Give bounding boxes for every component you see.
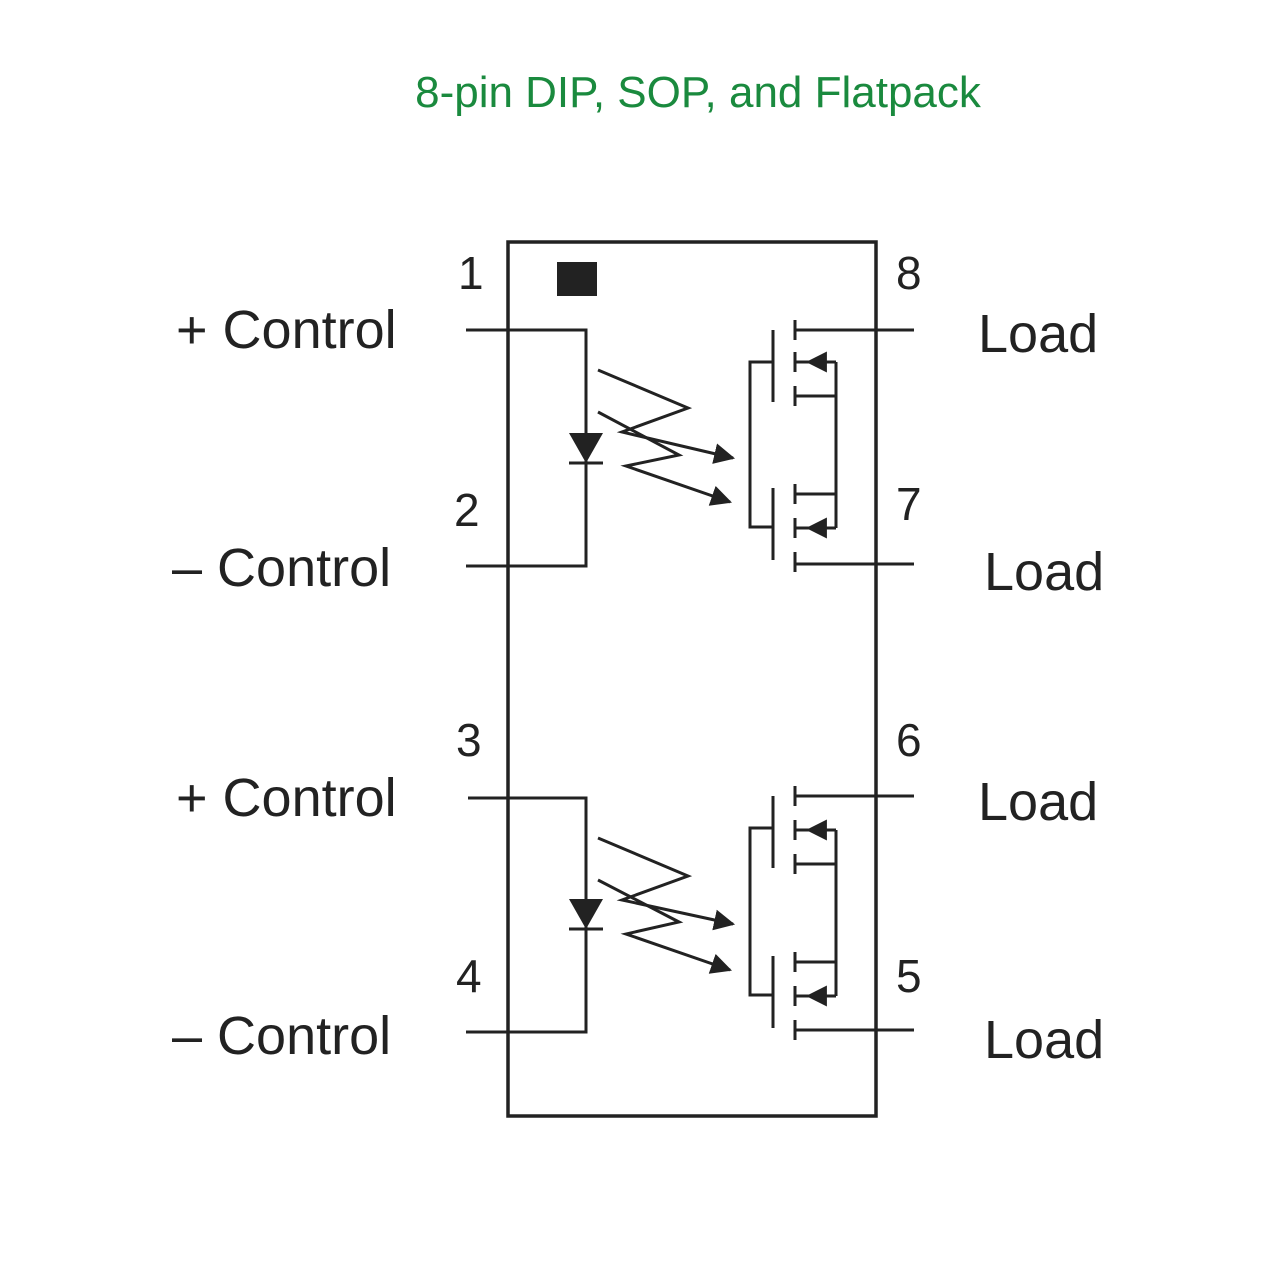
gate-1 <box>748 360 773 529</box>
diagram-title: 8-pin DIP, SOP, and Flatpack <box>415 68 981 117</box>
gate-2 <box>748 826 773 997</box>
pin-5-number: 5 <box>896 950 922 1002</box>
package-outline <box>506 240 878 1118</box>
led-1-wiring <box>466 328 588 568</box>
channel-2 <box>466 786 914 1040</box>
pin1-indicator <box>557 262 597 296</box>
pin-7-number: 7 <box>896 478 922 530</box>
pin-2-number: 2 <box>454 484 480 536</box>
led-2-wiring <box>466 796 588 1034</box>
pin-6-label: Load <box>978 772 1098 832</box>
pin-1-number: 1 <box>458 247 484 299</box>
pin-2-label: – Control <box>172 538 391 598</box>
pin-8-number: 8 <box>896 247 922 299</box>
light-arrow-1b <box>597 410 732 506</box>
pin-6-number: 6 <box>896 714 922 766</box>
pin-7-label: Load <box>984 542 1104 602</box>
light-arrow-1a <box>597 368 736 464</box>
pin-3-number: 3 <box>456 714 482 766</box>
led-1-diode <box>569 433 603 463</box>
led-2-diode <box>569 899 603 929</box>
channel-1 <box>466 320 914 572</box>
pin-5-label: Load <box>984 1010 1104 1070</box>
pin-4-label: – Control <box>172 1006 391 1066</box>
light-arrow-2a <box>597 836 736 931</box>
pin-3-label: + Control <box>176 768 397 828</box>
pin-1-label: + Control <box>176 300 397 360</box>
pin-8-label: Load <box>978 304 1098 364</box>
light-arrow-2b <box>597 878 732 974</box>
pin-4-number: 4 <box>456 950 482 1002</box>
